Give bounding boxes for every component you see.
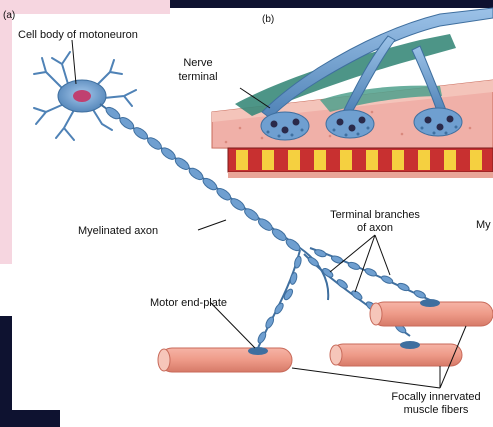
label-myelinated-axon: Myelinated axon bbox=[78, 225, 158, 237]
muscle-fiber-2 bbox=[330, 344, 462, 366]
panel-b-tag: (b) bbox=[262, 14, 274, 25]
label-nerve-terminal-line2: terminal bbox=[178, 71, 217, 83]
stripe bbox=[366, 150, 378, 170]
label-motor-end-plate: Motor end-plate bbox=[150, 297, 227, 309]
stripe bbox=[262, 150, 274, 170]
stripe bbox=[340, 150, 352, 170]
panel-a-tag: (a) bbox=[3, 10, 15, 21]
synaptic-boutons bbox=[261, 108, 462, 140]
muscle-fiber-1 bbox=[158, 348, 292, 372]
label-terminal-branches-line1: Terminal branches bbox=[330, 209, 420, 221]
label-terminal-branches-line2: of axon bbox=[357, 222, 393, 234]
stripe bbox=[236, 150, 248, 170]
stripe bbox=[444, 150, 456, 170]
label-nerve-terminal-line1: Nerve bbox=[183, 57, 212, 69]
label-cut-off: My bbox=[476, 219, 491, 231]
stripe bbox=[392, 150, 404, 170]
label-cell-body: Cell body of motoneuron bbox=[18, 29, 138, 41]
label-focal-line2: muscle fibers bbox=[404, 404, 469, 416]
stripe bbox=[418, 150, 430, 170]
label-focal-line1: Focally innervated bbox=[391, 391, 480, 403]
stripe bbox=[314, 150, 326, 170]
stripe bbox=[470, 150, 482, 170]
stripe bbox=[288, 150, 300, 170]
nucleus bbox=[73, 90, 91, 102]
